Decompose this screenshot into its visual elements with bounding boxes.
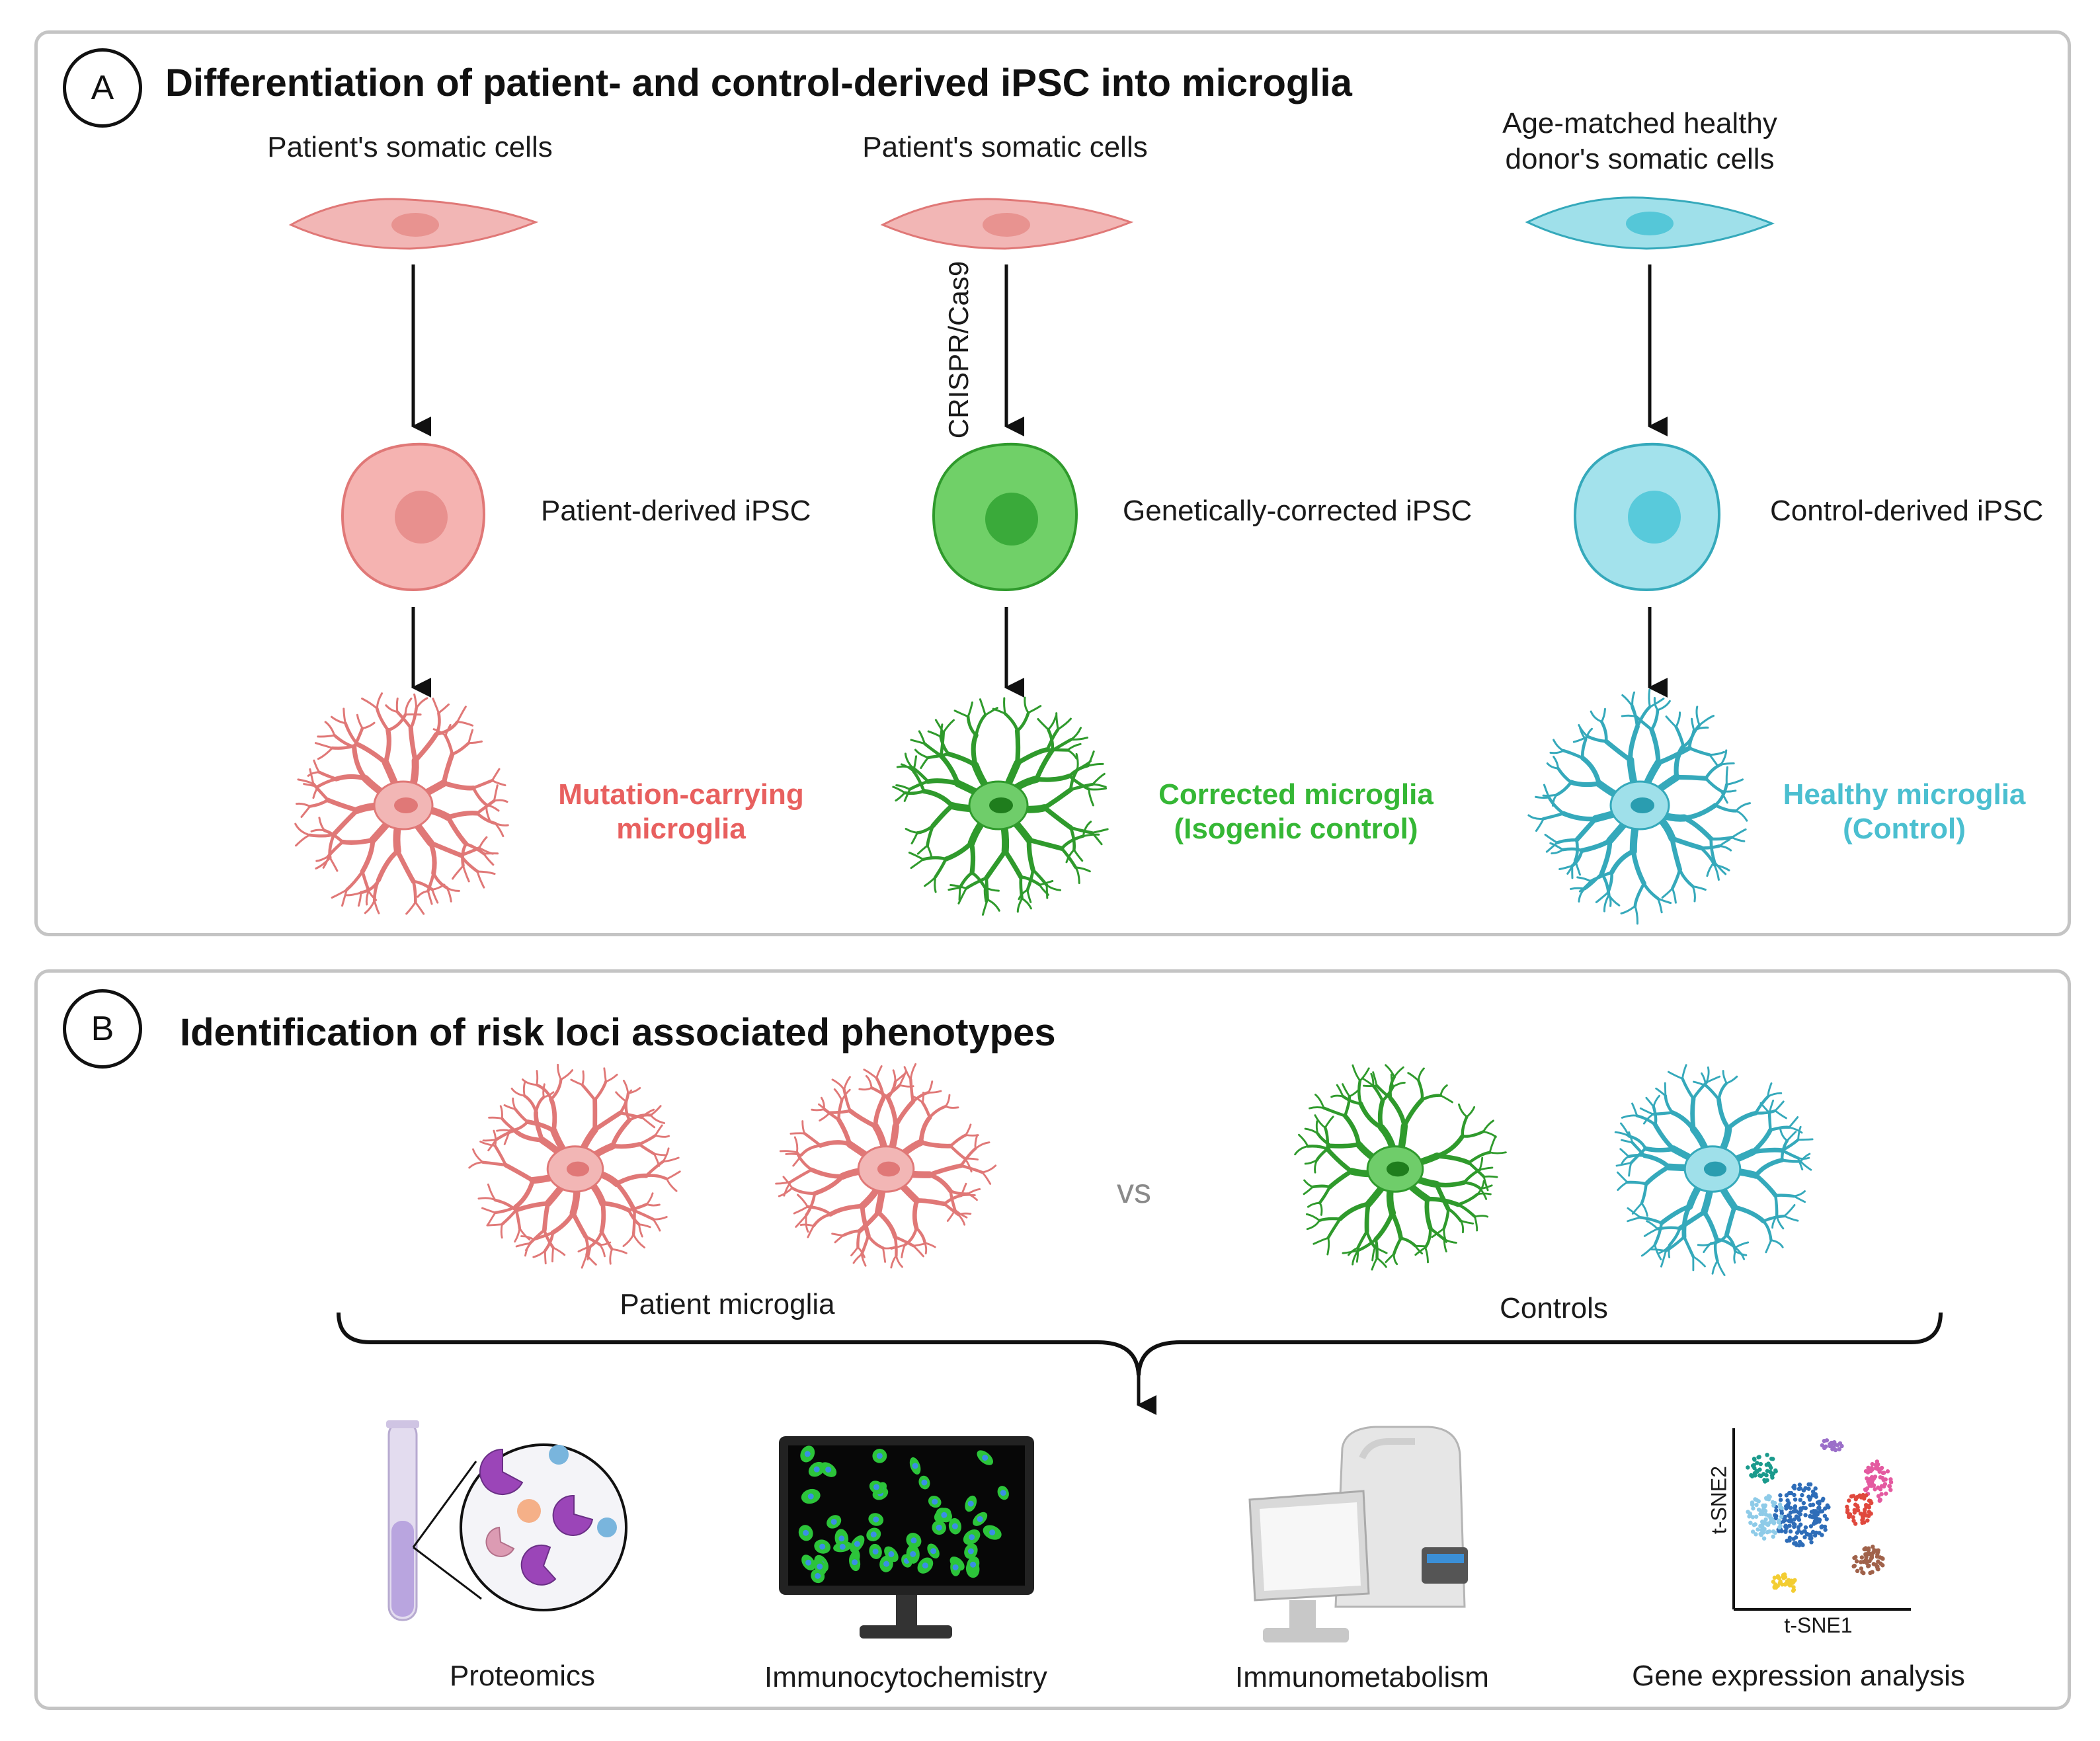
patient-microglia-label: Patient microglia bbox=[620, 1288, 835, 1320]
source-label-patient-2: Patient's somatic cells bbox=[862, 131, 1148, 163]
microglia-label-mutation: Mutation-carrying microglia bbox=[558, 778, 804, 845]
vs-label: vs bbox=[1117, 1172, 1151, 1211]
microglia-control-corrected bbox=[1294, 1064, 1507, 1271]
test-tube-icon bbox=[386, 1420, 419, 1621]
microglia-label-corrected: Corrected microglia (Isogenic control) bbox=[1158, 778, 1434, 845]
tsne-plot-icon bbox=[1732, 1428, 1911, 1611]
microglia-patient-1 bbox=[468, 1063, 681, 1269]
method-proteomics-label: Proteomics bbox=[449, 1660, 596, 1692]
source-label-healthy-donor: Age-matched healthy donor's somatic cell… bbox=[1502, 107, 1777, 175]
panel-b-badge: B bbox=[63, 989, 142, 1069]
analyzer-icon bbox=[1248, 1426, 1468, 1642]
microglia-healthy bbox=[1527, 688, 1752, 925]
microglia-patient-2 bbox=[775, 1063, 997, 1269]
panel-a-title: Differentiation of patient- and control-… bbox=[165, 61, 1352, 104]
tsne-xlabel: t-SNE1 bbox=[1784, 1613, 1853, 1637]
somatic-cell-patient-1 bbox=[288, 198, 539, 250]
method-immunocytochemistry-label: Immunocytochemistry bbox=[764, 1661, 1047, 1693]
source-label-patient-1: Patient's somatic cells bbox=[267, 131, 553, 163]
ipsc-cell-control bbox=[1573, 442, 1721, 592]
ipsc-label-corrected: Genetically-corrected iPSC bbox=[1123, 495, 1473, 527]
method-gene-expression-label: Gene expression analysis bbox=[1632, 1660, 1965, 1692]
ipsc-label-control: Control-derived iPSC bbox=[1770, 495, 2044, 527]
microglia-corrected bbox=[892, 696, 1109, 916]
panel-a-badge: A bbox=[63, 48, 142, 128]
ipsc-label-patient: Patient-derived iPSC bbox=[541, 495, 811, 527]
somatic-cell-patient-2 bbox=[880, 198, 1134, 250]
microglia-label-healthy: Healthy microglia (Control) bbox=[1783, 778, 2026, 845]
somatic-cell-healthy bbox=[1525, 196, 1775, 250]
method-immunometabolism-label: Immunometabolism bbox=[1235, 1661, 1489, 1693]
grouping-brace bbox=[337, 1312, 1943, 1415]
ipsc-cell-patient bbox=[341, 442, 486, 592]
ipsc-cell-corrected bbox=[932, 442, 1078, 592]
panel-b bbox=[34, 969, 2071, 1710]
microglia-control-healthy bbox=[1614, 1064, 1814, 1276]
panel-b-title: Identification of risk loci associated p… bbox=[180, 1011, 1056, 1054]
monitor-icon bbox=[779, 1436, 1034, 1639]
controls-label: Controls bbox=[1500, 1292, 1608, 1324]
protein-magnifier-icon bbox=[412, 1443, 627, 1611]
microglia-mutation-carrying bbox=[294, 692, 509, 915]
